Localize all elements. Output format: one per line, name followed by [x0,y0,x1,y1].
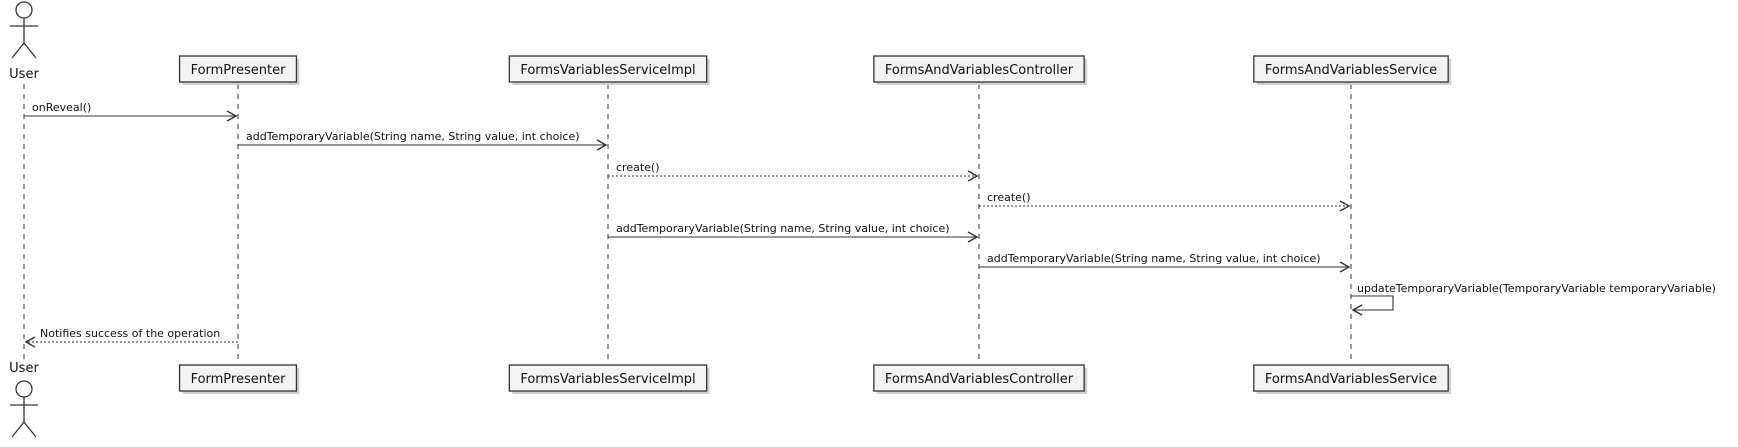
participant-box [178,55,298,83]
participant-box [1253,55,1449,83]
message-label: addTemporaryVariable(String name, String… [987,252,1321,265]
participant-box [508,55,708,83]
participant-box [508,364,708,392]
participant-formsandvariablesservice-bottom: FormsAndVariablesService [1253,364,1452,394]
arrowhead [24,336,36,348]
participant-formsvariablesserviceimpl-top: FormsVariablesServiceImpl [508,55,710,85]
message-label: addTemporaryVariable(String name, String… [246,130,580,143]
participant-label: FormsVariablesServiceImpl [520,372,695,387]
arrowhead [967,170,979,182]
arrowhead [1339,261,1351,273]
message-label: updateTemporaryVariable(TemporaryVariabl… [1357,282,1716,295]
actor-label: User [9,67,39,82]
arrowhead [226,110,238,122]
actor-head [15,1,33,19]
actor-legs [11,420,37,438]
participant-box [873,364,1085,392]
participant-box [178,364,298,392]
participant-label: FormPresenter [191,372,287,387]
arrowhead [967,231,979,243]
actor-label: User [9,361,39,376]
message-line [1351,295,1394,311]
message-6: addTemporaryVariable(String name, String… [979,252,1351,273]
participant-formsandvariablescontroller-top: FormsAndVariablesController [873,55,1088,85]
participant-label: FormsAndVariablesService [1265,63,1437,78]
participant-formsandvariablesservice-top: FormsAndVariablesService [1253,55,1452,85]
message-label: Notifies success of the operation [40,327,220,340]
message-label: addTemporaryVariable(String name, String… [616,222,950,235]
message-label: create() [987,191,1031,204]
participant-label: FormsAndVariablesController [885,372,1074,387]
message-1: onReveal() [24,101,238,122]
actor-user-bottom: User [9,361,39,438]
participant-formsvariablesserviceimpl-bottom: FormsVariablesServiceImpl [508,364,710,394]
participant-label: FormPresenter [191,63,287,78]
participant-label: FormsVariablesServiceImpl [520,63,695,78]
message-3: create() [608,161,979,182]
participant-label: FormsAndVariablesController [885,63,1074,78]
actor-user-top: User [9,1,39,82]
participant-formpresenter-top: FormPresenter [178,55,300,85]
arrowhead [1339,200,1351,212]
actor-legs [11,41,37,59]
actor-head [15,380,33,398]
message-2: addTemporaryVariable(String name, String… [238,130,608,151]
participant-formsandvariablescontroller-bottom: FormsAndVariablesController [873,364,1088,394]
message-8: Notifies success of the operation [24,327,238,348]
arrowhead [596,139,608,151]
message-7: updateTemporaryVariable(TemporaryVariabl… [1351,282,1716,316]
participant-box [873,55,1085,83]
arrowhead [1351,304,1363,316]
message-label: create() [616,161,660,174]
message-label: onReveal() [32,101,91,114]
message-4: create() [979,191,1351,212]
participant-label: FormsAndVariablesService [1265,372,1437,387]
message-5: addTemporaryVariable(String name, String… [608,222,979,243]
participant-formpresenter-bottom: FormPresenter [178,364,300,394]
participant-box [1253,364,1449,392]
